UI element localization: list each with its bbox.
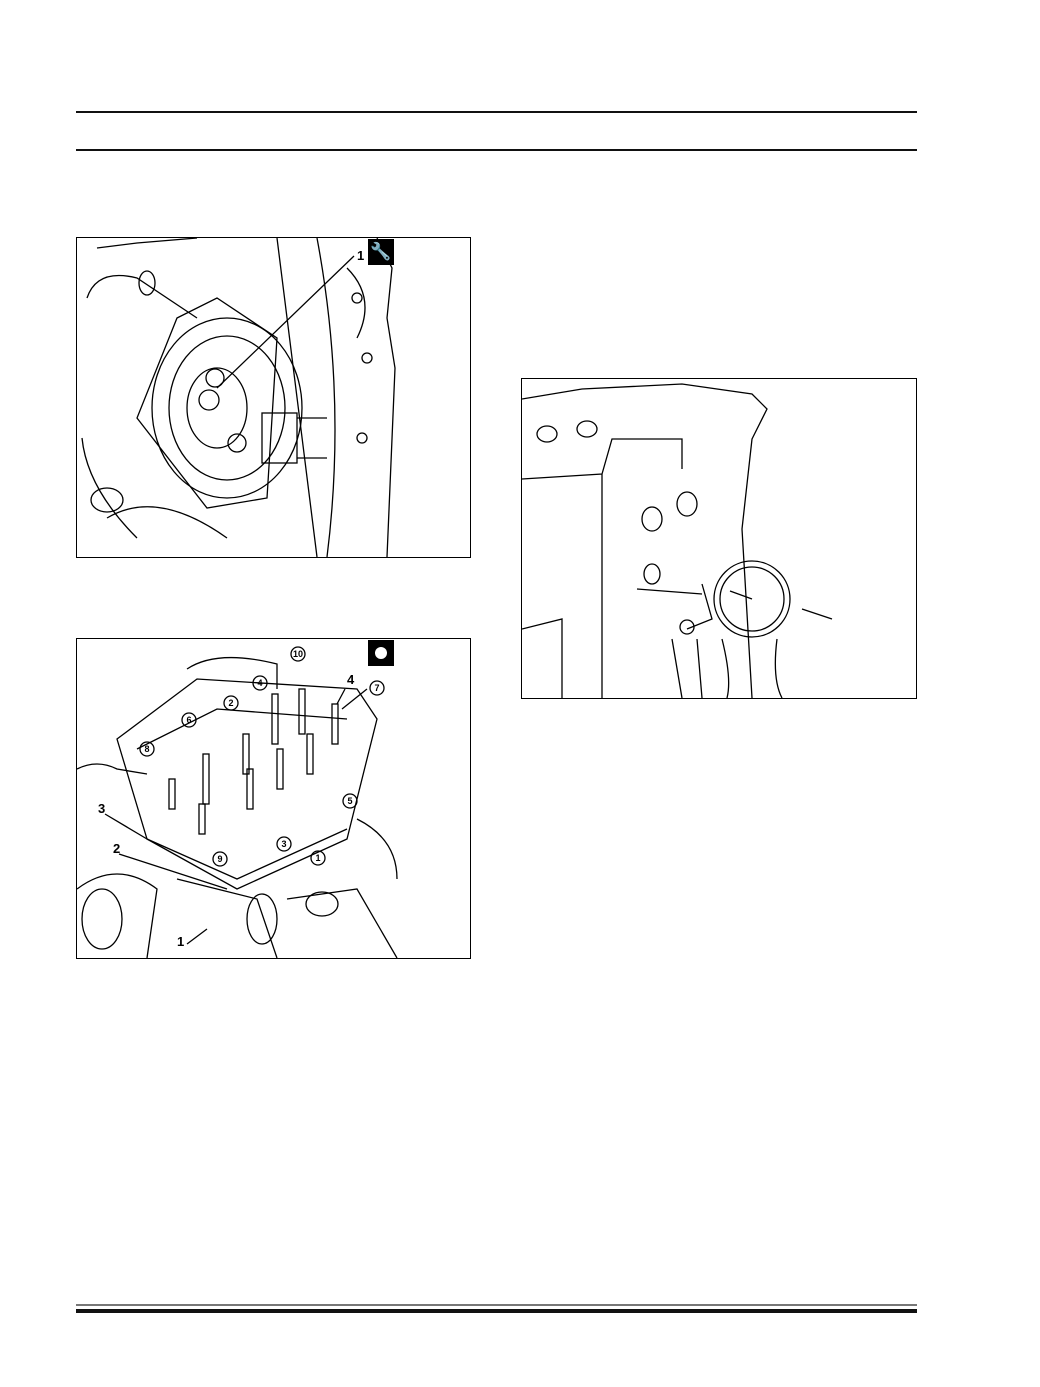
callout-circled-9: 9 (217, 854, 222, 864)
figure-2-illustration: 4 3 2 1 10 4 7 2 6 8 9 3 1 5 (77, 646, 398, 958)
callout-circled-4: 4 (257, 678, 262, 688)
callout-circled-2: 2 (228, 698, 233, 708)
callout-circled-1: 1 (315, 853, 320, 863)
figure-1-illustration: 1 (81, 238, 396, 557)
footer-rule-thick (76, 1309, 917, 1313)
header-rule-top (76, 111, 917, 113)
callout-circled-3: 3 (281, 839, 286, 849)
callout-circled-7: 7 (374, 683, 379, 693)
callout-plain-4: 4 (347, 672, 355, 687)
callout-circled-10: 10 (293, 649, 303, 659)
torque-icon (368, 640, 394, 666)
callout-plain-2: 2 (113, 841, 120, 856)
header-rule-bottom (76, 149, 917, 151)
figure-1-timing-pulley: 1 🔧 (76, 237, 471, 558)
wrench-icon: 🔧 (368, 239, 394, 265)
callout-circled-8: 8 (144, 744, 149, 754)
callout-circled-6: 6 (186, 715, 191, 725)
callout-circled-5: 5 (347, 796, 352, 806)
footer-rule-thin (76, 1304, 917, 1306)
figure-2-cylinder-head-bolts: 4 3 2 1 10 4 7 2 6 8 9 3 1 5 (76, 638, 471, 959)
callout-plain-3: 3 (98, 801, 105, 816)
callout-plain-1: 1 (177, 934, 184, 949)
figure-3-dial-gauge-measurement (521, 378, 917, 699)
callout-1: 1 (357, 248, 364, 263)
figure-3-illustration (522, 383, 833, 698)
